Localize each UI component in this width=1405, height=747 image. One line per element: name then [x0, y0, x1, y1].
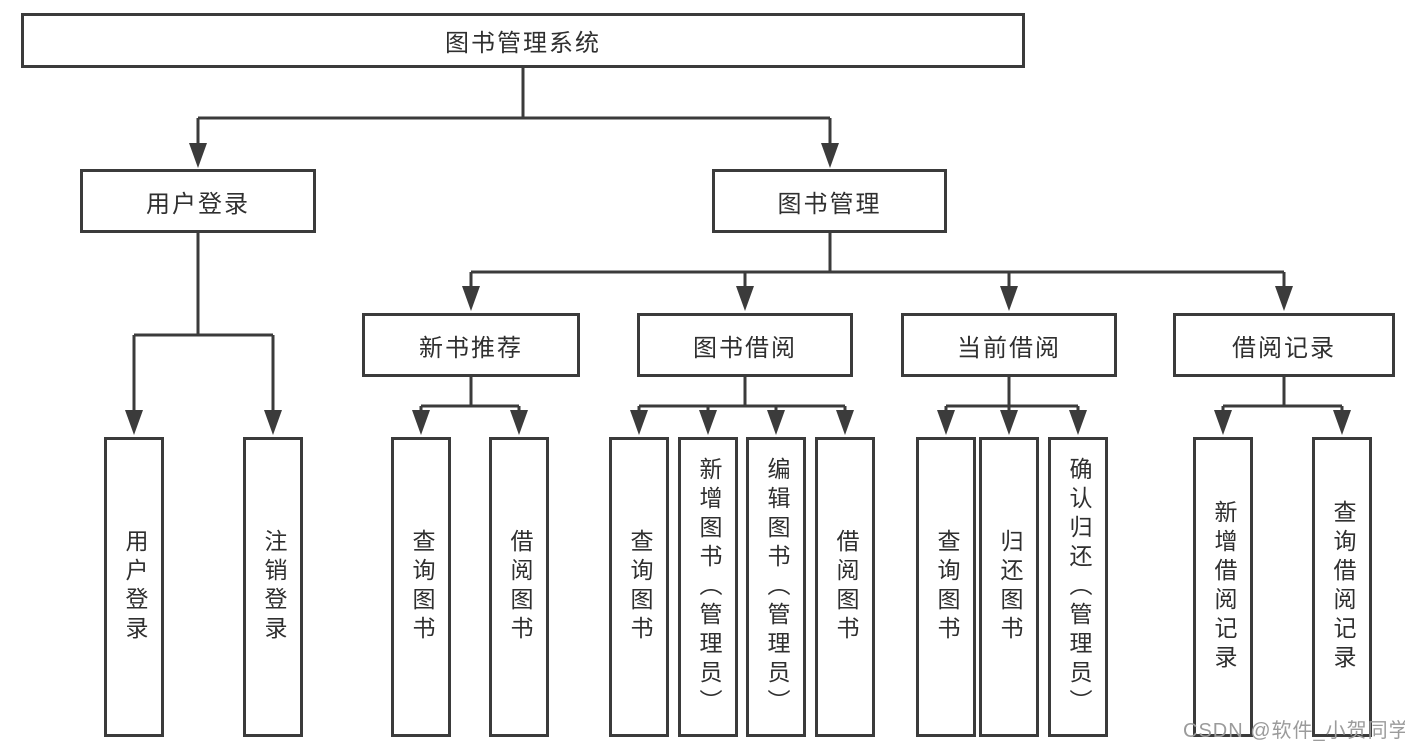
- leaf-bb-add-books-admin-label: 新增图书（管理员）: [695, 456, 722, 718]
- node-root-label: 图书管理系统: [445, 30, 601, 57]
- csdn-watermark: CSDN @软件_小贺同学: [1183, 720, 1405, 742]
- node-borrowing-records-label: 借阅记录: [1232, 334, 1336, 362]
- node-new-book-recommendation: 新书推荐: [362, 313, 580, 377]
- leaf-bb-edit-books-admin-label: 编辑图书（管理员）: [763, 456, 790, 718]
- leaf-br-query-record-label: 查询借阅记录: [1329, 500, 1356, 674]
- leaf-cb-query-books: 查询图书: [916, 437, 976, 737]
- leaf-user-login: 用户登录: [104, 437, 164, 737]
- leaf-cb-confirm-return-admin: 确认归还（管理员）: [1048, 437, 1108, 737]
- leaf-bb-query-books: 查询图书: [609, 437, 669, 737]
- node-book-borrowing: 图书借阅: [637, 313, 853, 377]
- leaf-br-query-record: 查询借阅记录: [1312, 437, 1372, 737]
- leaf-bb-query-books-label: 查询图书: [626, 529, 653, 645]
- leaf-bb-borrow-books-label: 借阅图书: [832, 529, 859, 645]
- node-book-management: 图书管理: [712, 169, 947, 233]
- leaf-nbr-borrow-books-label: 借阅图书: [506, 529, 533, 645]
- leaf-nbr-query-books-label: 查询图书: [408, 529, 435, 645]
- leaf-nbr-borrow-books: 借阅图书: [489, 437, 549, 737]
- node-book-borrowing-label: 图书借阅: [693, 334, 797, 362]
- leaf-user-login-label: 用户登录: [121, 529, 148, 645]
- leaf-cb-query-books-label: 查询图书: [933, 529, 960, 645]
- leaf-nbr-query-books: 查询图书: [391, 437, 451, 737]
- leaf-br-add-record: 新增借阅记录: [1193, 437, 1253, 737]
- node-root-system: 图书管理系统: [21, 13, 1025, 68]
- node-current-borrowing-label: 当前借阅: [957, 334, 1061, 362]
- node-borrowing-records: 借阅记录: [1173, 313, 1395, 377]
- leaf-logout-label: 注销登录: [260, 529, 287, 645]
- leaf-cb-return-books: 归还图书: [979, 437, 1039, 737]
- node-new-book-recommendation-label: 新书推荐: [419, 334, 523, 362]
- node-current-borrowing: 当前借阅: [901, 313, 1117, 377]
- leaf-cb-confirm-return-admin-label: 确认归还（管理员）: [1065, 456, 1092, 718]
- node-user-login-branch: 用户登录: [80, 169, 316, 233]
- node-book-management-label: 图书管理: [777, 190, 882, 218]
- leaf-br-add-record-label: 新增借阅记录: [1210, 500, 1237, 674]
- leaf-cb-return-books-label: 归还图书: [996, 529, 1023, 645]
- node-user-login-branch-label: 用户登录: [146, 190, 250, 218]
- leaf-logout: 注销登录: [243, 437, 303, 737]
- leaf-bb-add-books-admin: 新增图书（管理员）: [678, 437, 738, 737]
- leaf-bb-borrow-books: 借阅图书: [815, 437, 875, 737]
- leaf-bb-edit-books-admin: 编辑图书（管理员）: [746, 437, 806, 737]
